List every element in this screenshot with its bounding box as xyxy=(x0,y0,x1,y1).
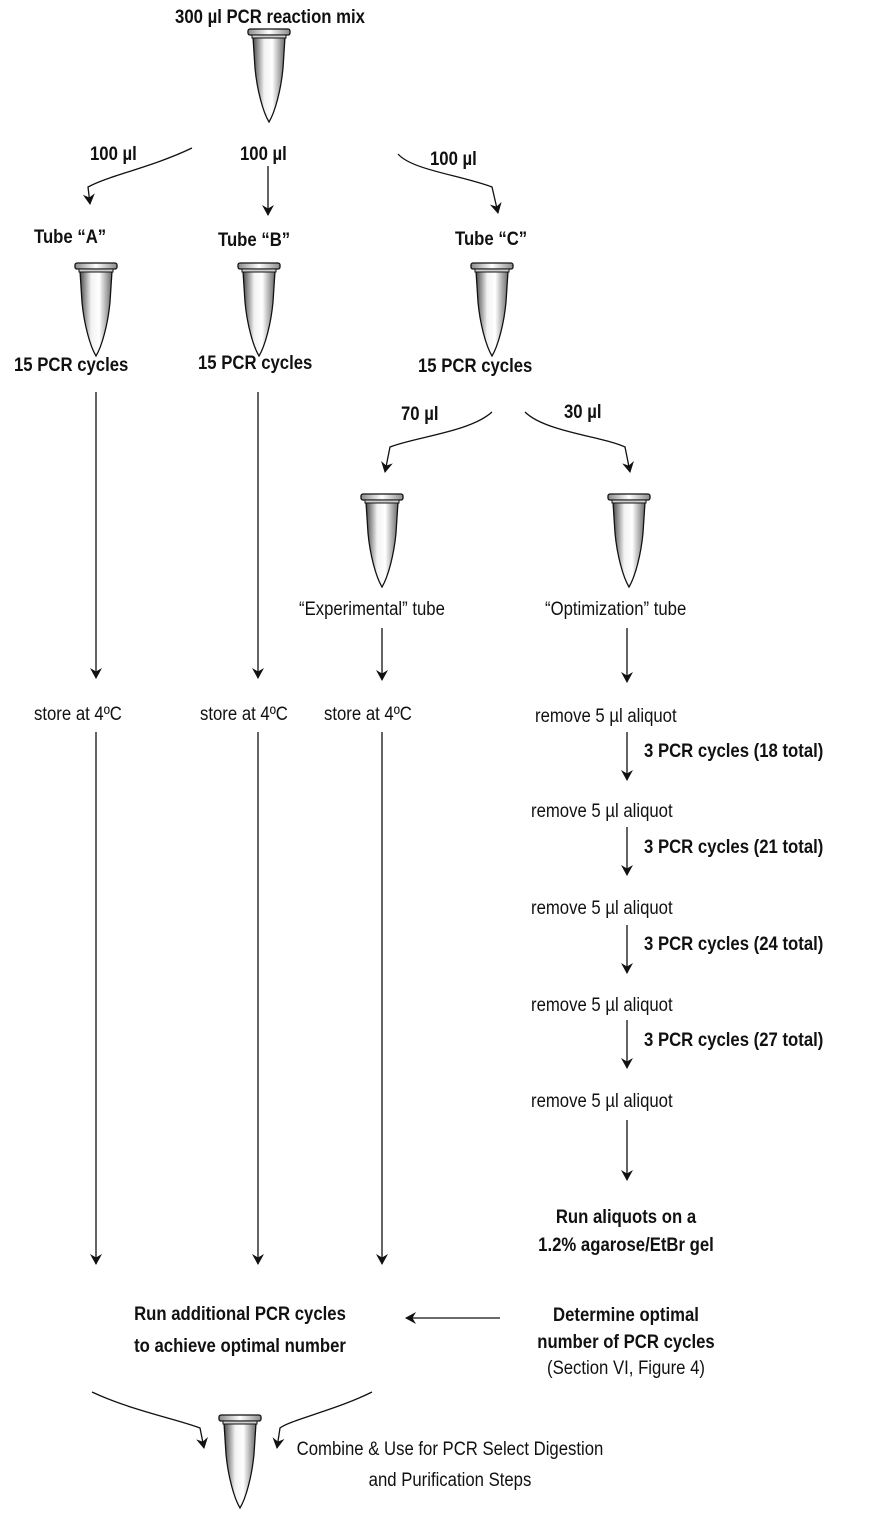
gel-line-1: Run aliquots on a xyxy=(555,1207,697,1228)
mix-tube-icon xyxy=(247,28,291,123)
aliquot-2: remove 5 µl aliquot xyxy=(531,801,673,822)
tube-a-label: Tube “A” xyxy=(34,227,107,248)
split-volume-c: 100 µl xyxy=(430,149,477,170)
cycles-21-total: 3 PCR cycles (21 total) xyxy=(644,837,824,858)
experimental-tube-label: “Experimental” tube xyxy=(299,599,445,620)
final-line-2: and Purification Steps xyxy=(368,1470,532,1491)
additional-line-2: to achieve optimal number xyxy=(134,1336,346,1357)
arrow-combine-right xyxy=(272,1391,373,1449)
tube-c-label: Tube “C” xyxy=(455,229,528,250)
cycles-27-total: 3 PCR cycles (27 total) xyxy=(644,1030,824,1051)
gel-line-2: 1.2% agarose/EtBr gel xyxy=(538,1235,714,1256)
combined-tube-icon xyxy=(218,1414,262,1509)
arrow-to-experimental xyxy=(381,411,493,473)
tube-b-icon xyxy=(237,262,281,357)
additional-line-1: Run additional PCR cycles xyxy=(134,1304,346,1325)
arrow-to-tube-a xyxy=(82,147,193,205)
experimental-tube-icon xyxy=(360,493,404,588)
store-a: store at 4ºC xyxy=(34,704,122,725)
aliquot-5: remove 5 µl aliquot xyxy=(531,1091,673,1112)
determine-line-3: (Section VI, Figure 4) xyxy=(547,1358,705,1379)
aliquot-1: remove 5 µl aliquot xyxy=(535,706,677,727)
optimization-volume: 30 µl xyxy=(564,402,602,423)
experimental-volume: 70 µl xyxy=(401,404,439,425)
optimization-tube-label: “Optimization” tube xyxy=(545,599,687,620)
arrow-to-optimization xyxy=(524,411,634,473)
cycles-a: 15 PCR cycles xyxy=(14,355,129,376)
determine-line-2: number of PCR cycles xyxy=(537,1332,715,1353)
mix-title: 300 µl PCR reaction mix xyxy=(175,7,365,28)
cycles-18-total: 3 PCR cycles (18 total) xyxy=(644,741,824,762)
split-volume-b: 100 µl xyxy=(240,144,287,165)
aliquot-3: remove 5 µl aliquot xyxy=(531,898,673,919)
store-experimental: store at 4ºC xyxy=(324,704,412,725)
determine-line-1: Determine optimal xyxy=(553,1305,699,1326)
tube-a-icon xyxy=(74,262,118,357)
tube-c-icon xyxy=(470,262,514,357)
aliquot-4: remove 5 µl aliquot xyxy=(531,995,673,1016)
store-b: store at 4ºC xyxy=(200,704,288,725)
split-volume-a: 100 µl xyxy=(90,144,137,165)
cycles-24-total: 3 PCR cycles (24 total) xyxy=(644,934,824,955)
final-line-1: Combine & Use for PCR Select Digestion xyxy=(296,1439,604,1460)
tube-b-label: Tube “B” xyxy=(218,230,291,251)
cycles-c: 15 PCR cycles xyxy=(418,356,533,377)
arrow-to-tube-c xyxy=(397,153,502,214)
arrow-combine-left xyxy=(91,1391,208,1449)
optimization-tube-icon xyxy=(607,493,651,588)
cycles-b: 15 PCR cycles xyxy=(198,353,313,374)
